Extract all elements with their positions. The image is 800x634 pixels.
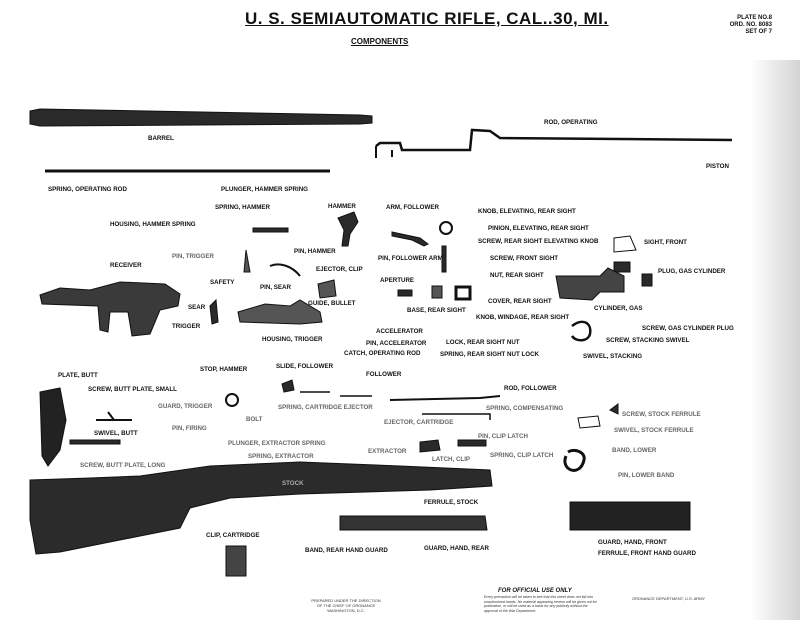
label-ejector-cartridge: EJECTOR, CARTRIDGE: [384, 419, 454, 426]
trigger-housing-shape: [237, 299, 323, 325]
label-plug-gas-cylinder: PLUG, GAS CYLINDER: [658, 268, 726, 275]
hammer-shape: [337, 211, 359, 247]
page-title: U. S. SEMIAUTOMATIC RIFLE, CAL..30, MI.: [245, 9, 609, 28]
plate-number: PLATE NO.8: [737, 15, 772, 21]
label-pin-clip-latch: PIN, CLIP LATCH: [478, 433, 528, 440]
restriction-title: FOR OFFICIAL USE ONLY: [498, 588, 572, 594]
label-plate-butt: PLATE, BUTT: [58, 372, 98, 379]
label-pin-sear: PIN, SEAR: [260, 284, 291, 291]
label-bolt: BOLT: [246, 416, 263, 423]
label-pin-accelerator: PIN, ACCELERATOR: [366, 340, 427, 347]
label-band-lower: BAND, LOWER: [612, 447, 657, 454]
label-spring-extractor: SPRING, EXTRACTOR: [248, 453, 314, 460]
scan-shadow: [750, 60, 800, 620]
label-ferrule-stock: FERRULE, STOCK: [424, 499, 479, 506]
label-band-rear-hand-guard: BAND, REAR HAND GUARD: [305, 547, 388, 554]
label-ferrule-front-hand-guard: FERRULE, FRONT HAND GUARD: [598, 550, 696, 557]
label-pin-firing: PIN, FIRING: [172, 425, 207, 432]
gas-cylinder-shape: [555, 267, 625, 301]
label-spring-operating-rod: SPRING, OPERATING ROD: [48, 186, 127, 193]
receiver-shape: [39, 281, 181, 337]
label-cylinder-gas: CYLINDER, GAS: [594, 305, 643, 312]
page-subtitle: COMPONENTS: [351, 37, 409, 46]
label-base-rear-sight: BASE, REAR SIGHT: [407, 307, 466, 314]
label-screw-rear-sight-elevating-knob: SCREW, REAR SIGHT ELEVATING KNOB: [478, 238, 599, 245]
label-stock: STOCK: [282, 480, 304, 487]
label-piston: PISTON: [706, 163, 729, 170]
label-screw-front-sight: SCREW, FRONT SIGHT: [490, 255, 559, 262]
label-plunger-hammer-spring: PLUNGER, HAMMER SPRING: [221, 186, 308, 193]
label-screw-butt-plate-long: SCREW, BUTT PLATE, LONG: [80, 462, 166, 469]
clip-shape: [225, 545, 247, 577]
label-sear: SEAR: [188, 304, 206, 311]
label-spring-cartridge-ejector: SPRING, CARTRIDGE EJECTOR: [278, 404, 373, 411]
label-plunger-extractor-spring: PLUNGER, EXTRACTOR SPRING: [228, 440, 326, 447]
label-barrel: BARREL: [148, 135, 174, 142]
label-catch-operating-rod: CATCH, OPERATING ROD: [344, 350, 421, 357]
label-stop-hammer: STOP, HAMMER: [200, 366, 248, 373]
label-swivel-stock-ferrule: SWIVEL, STOCK FERRULE: [614, 427, 694, 434]
label-cover-rear-sight: COVER, REAR SIGHT: [488, 298, 552, 305]
label-extractor: EXTRACTOR: [368, 448, 407, 455]
label-spring-compensating: SPRING, COMPENSATING: [486, 405, 564, 412]
label-clip-cartridge: CLIP, CARTRIDGE: [206, 532, 260, 539]
label-guard-hand-front: GUARD, HAND, FRONT: [598, 539, 667, 546]
label-follower: FOLLOWER: [366, 371, 402, 378]
center-footnote: PREPARED UNDER THE DIRECTION OF THE CHIE…: [311, 598, 381, 613]
label-knob-elevating-rear-sight: KNOB, ELEVATING, REAR SIGHT: [478, 208, 576, 215]
label-rod-operating: ROD, OPERATING: [544, 119, 598, 126]
label-screw-butt-plate-small: SCREW, BUTT PLATE, SMALL: [88, 386, 177, 393]
label-accelerator: ACCELERATOR: [376, 328, 423, 335]
rear-handguard-shape: [339, 515, 488, 531]
label-swivel-butt: SWIVEL, BUTT: [94, 430, 138, 437]
label-swivel-stacking: SWIVEL, STACKING: [583, 353, 643, 360]
label-trigger: TRIGGER: [172, 323, 201, 330]
front-handguard-shape: [569, 501, 691, 531]
label-slide-follower: SLIDE, FOLLOWER: [276, 363, 334, 370]
restriction-text: Every precaution will be taken to see th…: [484, 595, 597, 613]
label-housing-hammer-spring: HOUSING, HAMMER SPRING: [110, 221, 196, 228]
order-number: ORD. NO. 8083: [729, 22, 772, 28]
label-lock-rear-sight-nut: LOCK, REAR SIGHT NUT: [446, 339, 520, 346]
label-pin-lower-band: PIN, LOWER BAND: [618, 472, 675, 479]
label-spring-rear-sight-nut-lock: SPRING, REAR SIGHT NUT LOCK: [440, 351, 540, 358]
barrel-shape: [29, 108, 373, 127]
label-aperture: APERTURE: [380, 277, 415, 284]
label-ejector-clip: EJECTOR, CLIP: [316, 266, 363, 273]
label-pinion-elevating-rear-sight: PINION, ELEVATING, REAR SIGHT: [488, 225, 589, 232]
label-housing-trigger: HOUSING, TRIGGER: [262, 336, 323, 343]
label-latch-clip: LATCH, CLIP: [432, 456, 471, 463]
label-guide-bullet: GUIDE, BULLET: [308, 300, 356, 307]
right-footnote: ORDNANCE DEPARTMENT, U.S. ARMY: [632, 596, 706, 601]
label-guard-hand-rear: GUARD, HAND, REAR: [424, 545, 489, 552]
label-spring-clip-latch: SPRING, CLIP LATCH: [490, 452, 554, 459]
stock-shape: [29, 461, 493, 555]
label-knob-windage-rear-sight: KNOB, WINDAGE, REAR SIGHT: [476, 314, 570, 321]
label-nut-rear-sight: NUT, REAR SIGHT: [490, 272, 544, 279]
operating-rod-shape: [375, 128, 733, 152]
label-receiver: RECEIVER: [110, 262, 142, 269]
label-rod-follower: ROD, FOLLOWER: [504, 385, 557, 392]
label-pin-trigger: PIN, TRIGGER: [172, 253, 214, 260]
plate-info: PLATE NO.8 ORD. NO. 8083 SET OF 7: [712, 15, 772, 36]
label-screw-gas-cylinder-plug: SCREW, GAS CYLINDER PLUG: [642, 325, 734, 332]
set-number: SET OF 7: [745, 29, 772, 35]
label-guard-trigger: GUARD, TRIGGER: [158, 403, 213, 410]
label-screw-stacking-swivel: SCREW, STACKING SWIVEL: [606, 337, 690, 344]
label-screw-stock-ferrule: SCREW, STOCK FERRULE: [622, 411, 701, 418]
label-pin-hammer: PIN, HAMMER: [294, 248, 336, 255]
label-hammer: HAMMER: [328, 203, 356, 210]
label-arm-follower: ARM, FOLLOWER: [386, 204, 439, 211]
label-pin-follower-arm: PIN, FOLLOWER ARM: [378, 255, 443, 262]
label-safety: SAFETY: [210, 279, 235, 286]
butt-plate-shape: [39, 387, 67, 467]
label-spring-hammer: SPRING, HAMMER: [215, 204, 271, 211]
label-sight-front: SIGHT, FRONT: [644, 239, 687, 246]
